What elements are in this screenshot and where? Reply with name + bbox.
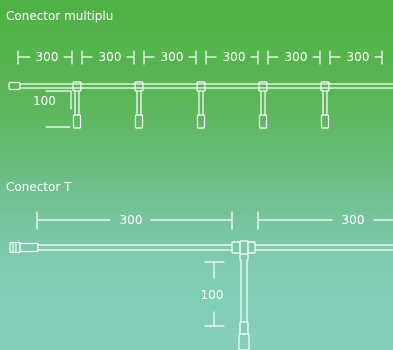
- t-dimension-brackets: [36, 211, 393, 230]
- dim-bracket-6: [329, 50, 383, 65]
- dim-bracket-4: [205, 50, 259, 65]
- multi-segment-label-6: 300: [346, 50, 370, 64]
- multi-connector-title: Conector multiplu: [6, 9, 114, 23]
- drop-1: [72, 81, 82, 129]
- t-connector-title: Conector T: [6, 180, 72, 194]
- t-segment-label-right: 300: [341, 213, 365, 227]
- t-dim-bracket-right: [257, 211, 393, 230]
- multi-drop-label: 100: [33, 94, 56, 108]
- t-end-connector: [9, 241, 39, 254]
- end-connector: [8, 81, 21, 91]
- multi-drops: [72, 81, 330, 129]
- dim-bracket-3: [143, 50, 197, 65]
- multi-segment-label-5: 300: [284, 50, 308, 64]
- dim-bracket-5: [267, 50, 321, 65]
- dim-bracket-2: [81, 50, 135, 65]
- dim-bracket-1: [17, 50, 73, 65]
- drop-2: [134, 81, 144, 129]
- multi-dimension-brackets: [17, 50, 383, 65]
- drop-5: [320, 81, 330, 129]
- t-drop: [238, 253, 250, 350]
- multi-segment-label-3: 300: [160, 50, 184, 64]
- t-segment-label-left: 300: [119, 213, 143, 227]
- t-junction: [231, 240, 256, 255]
- multi-segment-label-4: 300: [222, 50, 246, 64]
- multi-drop-dim-bracket: [45, 90, 72, 128]
- t-drop-label: 100: [200, 288, 224, 302]
- drop-3: [196, 81, 206, 129]
- t-main-cable: [37, 244, 393, 251]
- multi-connector-diagram: [8, 50, 393, 129]
- t-dim-bracket-left: [36, 211, 233, 230]
- drop-4: [258, 81, 268, 129]
- t-drop-dim-bracket: [204, 261, 225, 327]
- t-connector-diagram: [9, 211, 393, 350]
- multi-segment-label-2: 300: [98, 50, 122, 64]
- multi-segment-label-1: 300: [35, 50, 59, 64]
- multi-main-cable: [8, 81, 393, 91]
